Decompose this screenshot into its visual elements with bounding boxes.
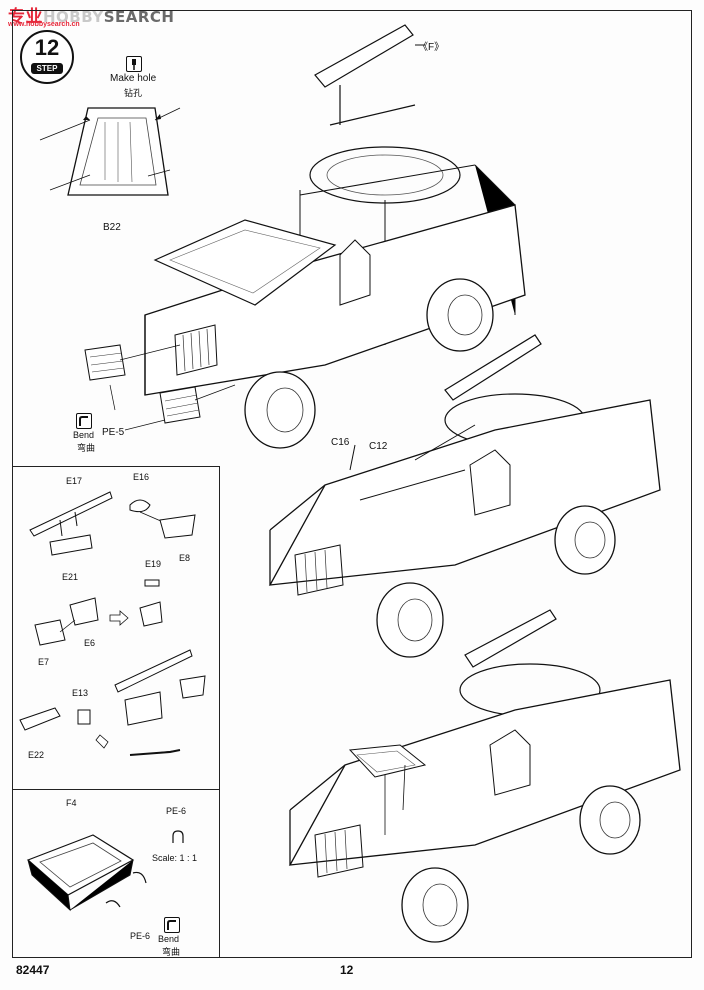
- part-c16-label: C16: [331, 437, 350, 448]
- part-e19-label: E19: [145, 559, 162, 569]
- part-pe5-label: PE-5: [102, 427, 125, 438]
- part-e6-label: E6: [84, 638, 96, 648]
- pe6-bend-shape: [172, 830, 184, 843]
- part-e17-label: E17: [66, 476, 83, 486]
- page-number: 12: [340, 963, 354, 977]
- vehicle-bottom-drawing: [288, 609, 681, 943]
- part-c12-label: C12: [369, 441, 388, 452]
- part-e22-label: E22: [28, 750, 45, 760]
- part-e7-label: E7: [38, 657, 50, 667]
- product-code: 82447: [16, 963, 50, 977]
- bend-cn-label-basket: 弯曲: [162, 948, 181, 958]
- bend-label: Bend: [73, 430, 95, 440]
- frame-left-line: [12, 10, 13, 958]
- step-badge: 12 STEP: [20, 30, 74, 84]
- make-hole-cn-label: 钻孔: [124, 89, 143, 99]
- step-number: 12: [34, 35, 60, 60]
- frame-bottom-line: [12, 957, 692, 958]
- watermark-url: www.hobbysearch.cn: [8, 21, 80, 28]
- vehicle-middle-drawing: [268, 334, 661, 658]
- bend-icon: [76, 413, 92, 429]
- part-pe6-b-label: PE-6: [130, 931, 151, 941]
- part-b22-label: B22: [103, 222, 121, 233]
- part-b22-drawing: [39, 107, 181, 196]
- scale-label: Scale: 1 : 1: [152, 853, 198, 863]
- part-pe6-label: PE-6: [166, 806, 187, 816]
- drill-icon: [126, 56, 142, 72]
- weapons-parts-drawing: [19, 491, 206, 756]
- callout-f-label: 《F》: [418, 42, 445, 53]
- inset-weapons-box: [12, 466, 220, 790]
- part-f4-label: F4: [66, 798, 77, 808]
- basket-f4-drawing: [26, 834, 147, 912]
- step-label: STEP: [31, 63, 63, 74]
- inset-basket-box: [12, 789, 220, 958]
- part-e21-label: E21: [62, 572, 79, 582]
- frame-right-line: [691, 10, 692, 958]
- part-e16-label: E16: [133, 472, 150, 482]
- part-e8-label: E8: [179, 553, 191, 563]
- bend-label-basket: Bend: [158, 934, 180, 944]
- bend-icon-basket: [164, 917, 180, 933]
- frame-top-line: [12, 10, 692, 11]
- watermark-logo: 专业HOBBYSEARCH: [8, 7, 175, 27]
- vehicle-top-drawing: [84, 24, 526, 449]
- bend-cn-label: 弯曲: [77, 444, 96, 454]
- make-hole-label: Make hole: [110, 73, 157, 84]
- part-e13-label: E13: [72, 688, 89, 698]
